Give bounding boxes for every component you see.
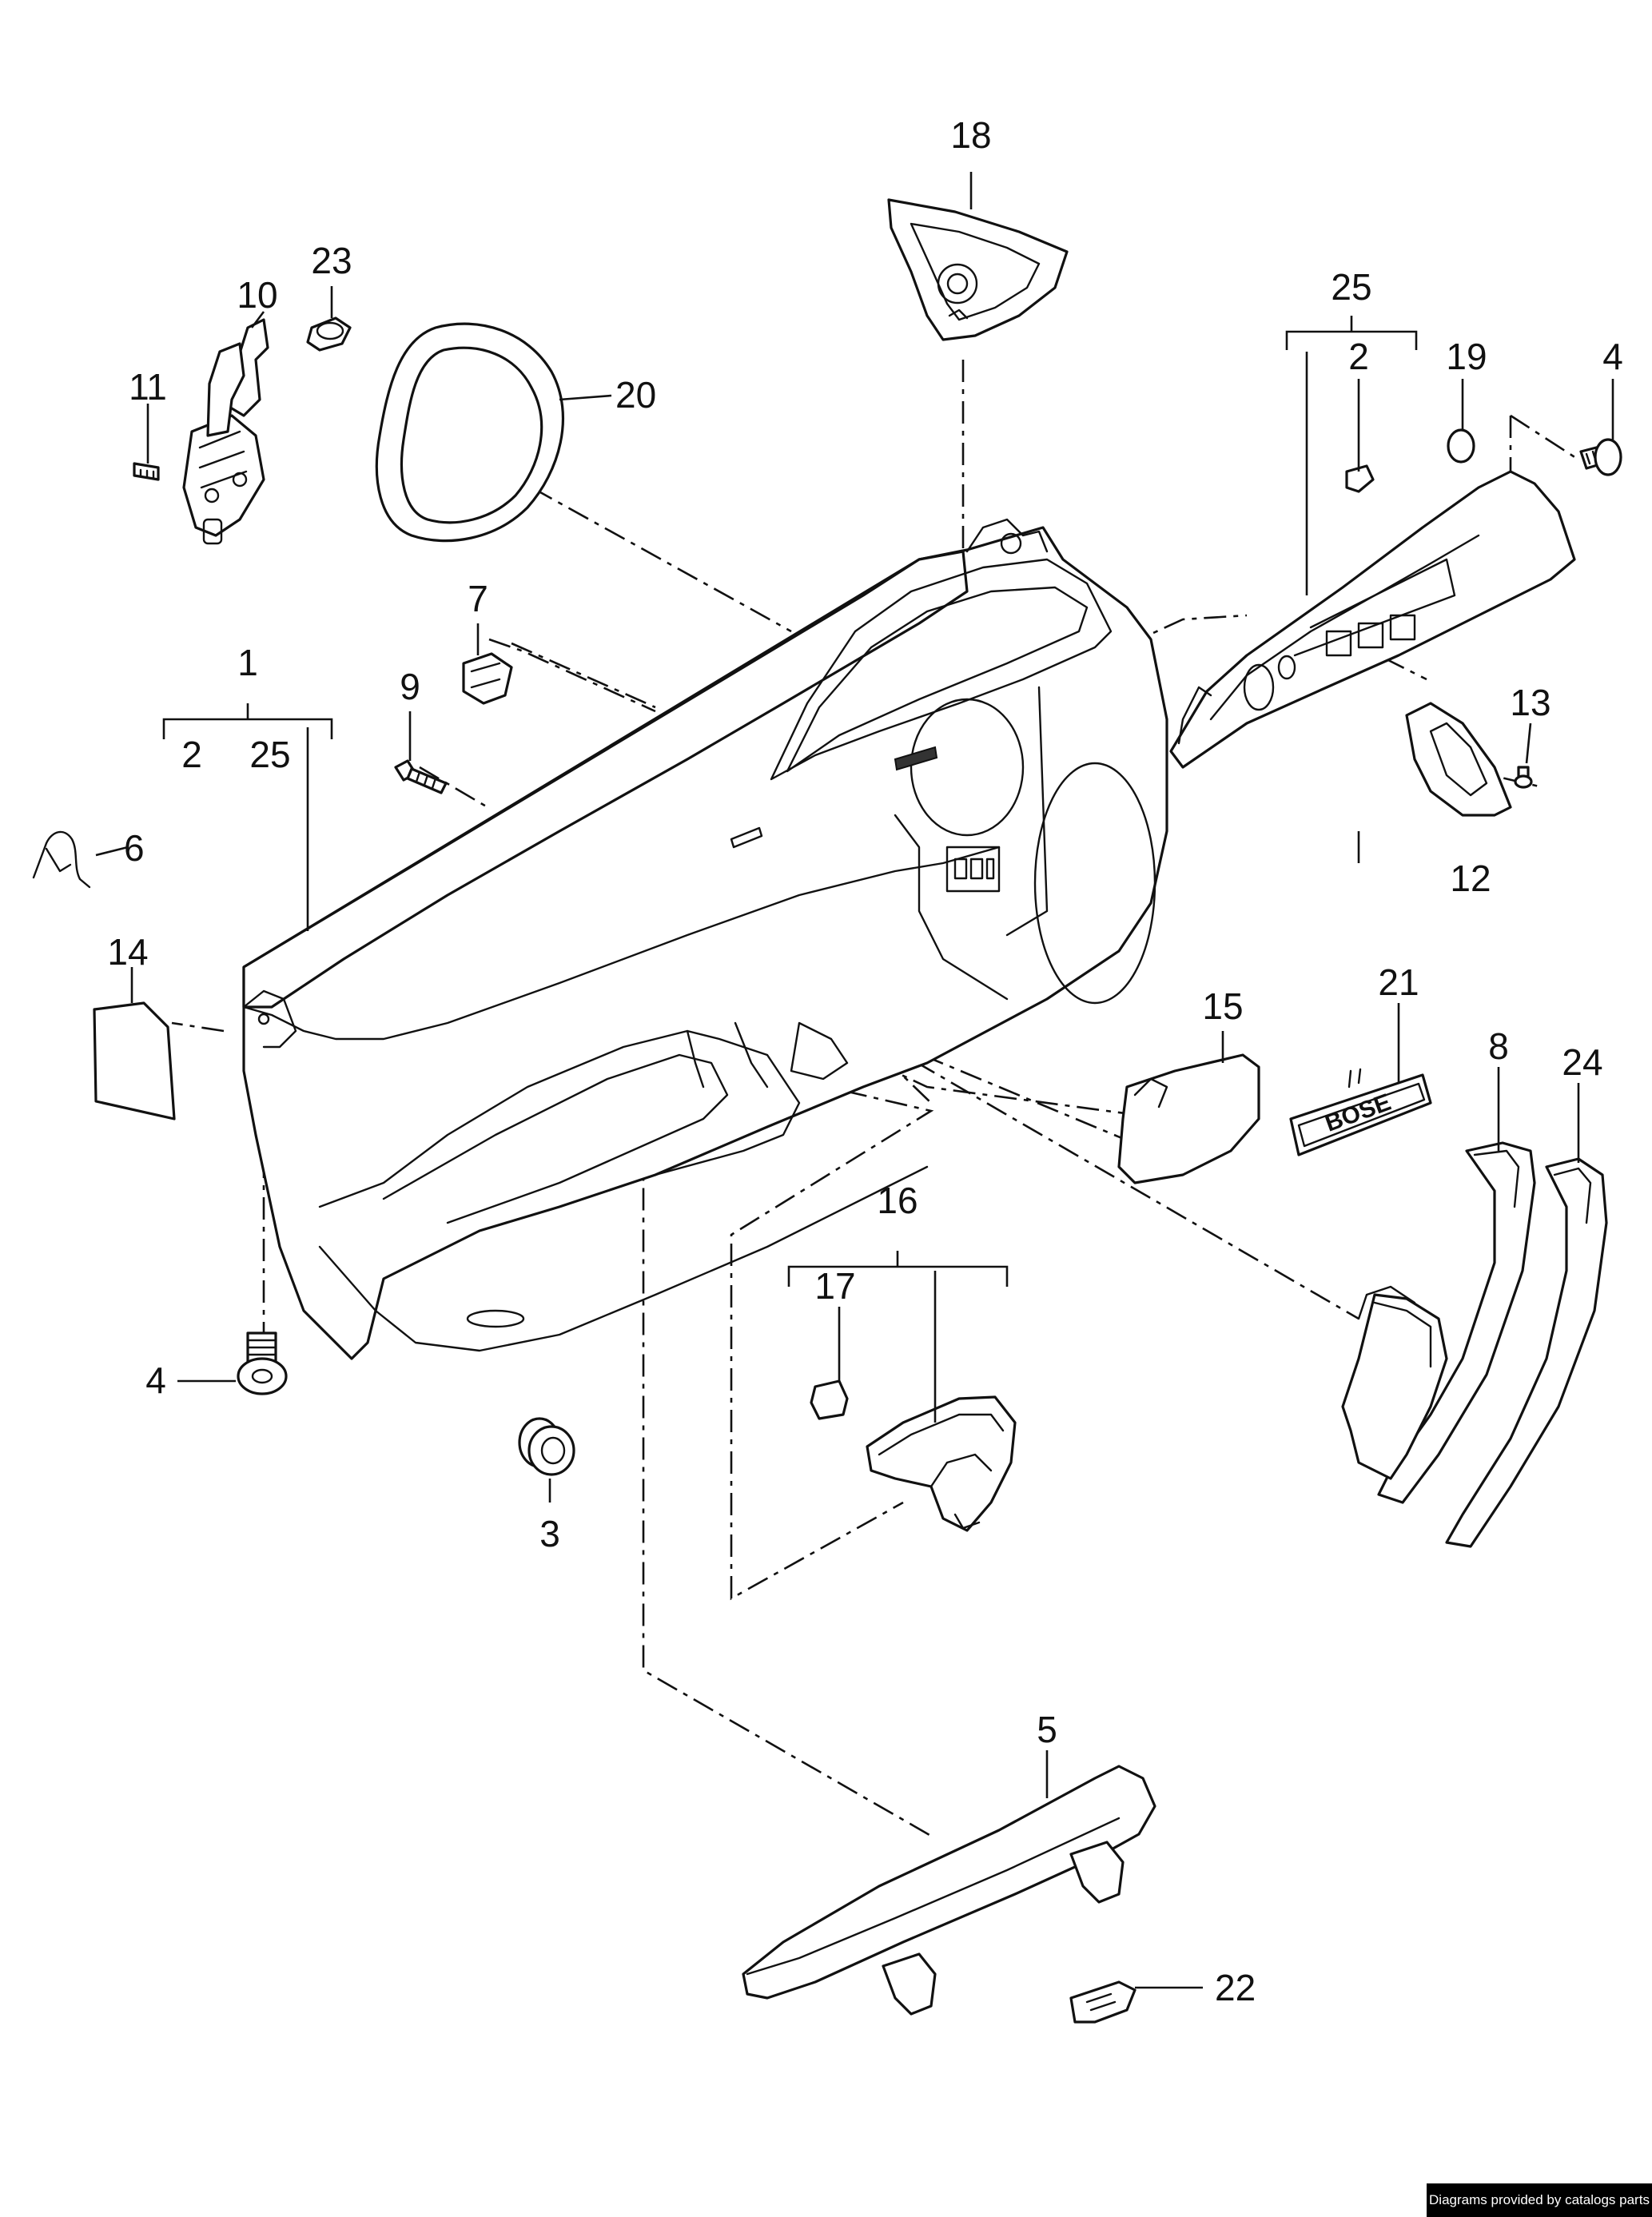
callout-19: 19 — [1446, 336, 1487, 377]
callout-25-right: 25 — [1331, 266, 1371, 308]
mounting-clip[interactable] — [462, 652, 513, 705]
switch-clip[interactable] — [810, 1379, 849, 1420]
callout-6: 6 — [124, 827, 145, 869]
door-trim-panel[interactable] — [242, 518, 1168, 1360]
callout-10: 10 — [237, 274, 277, 316]
callout-21: 21 — [1378, 961, 1419, 1003]
callout-23: 23 — [311, 240, 352, 281]
rubber-bushing[interactable] — [518, 1417, 575, 1476]
callout-1: 1 — [237, 642, 258, 683]
callout-4-left: 4 — [145, 1359, 166, 1401]
callout-1-sub-25: 25 — [249, 734, 290, 775]
mirror-switch-trim[interactable] — [887, 198, 1069, 341]
callout-5: 5 — [1037, 1709, 1057, 1750]
callout-3: 3 — [539, 1513, 560, 1554]
plug-cap[interactable] — [1447, 428, 1475, 464]
armrest-switch-panel[interactable] — [1169, 470, 1576, 769]
callout-14: 14 — [107, 931, 148, 973]
callout-16: 16 — [877, 1180, 918, 1221]
callout-17: 17 — [814, 1265, 855, 1307]
bose-badge[interactable]: BOSE — [1289, 1068, 1432, 1156]
callout-15: 15 — [1202, 985, 1243, 1027]
callout-9: 9 — [400, 666, 420, 707]
leader-lines — [95, 172, 1614, 1989]
storage-pocket[interactable] — [1341, 1285, 1448, 1480]
callout-8: 8 — [1488, 1025, 1509, 1067]
armrest-clip[interactable] — [1069, 1980, 1136, 2024]
callout-12: 12 — [1450, 858, 1491, 899]
grommet-clip[interactable] — [306, 316, 352, 352]
callout-13: 13 — [1510, 682, 1550, 723]
footer-credit: Diagrams provided by catalogs parts — [1427, 2183, 1652, 2217]
mounting-bolt[interactable] — [394, 759, 448, 794]
connector-clip[interactable] — [1345, 464, 1375, 493]
door-pull-handle[interactable] — [1405, 702, 1512, 817]
callout-2-right: 2 — [1348, 336, 1369, 377]
pull-handle-screw[interactable] — [1514, 766, 1533, 789]
panel-screw-left[interactable] — [237, 1331, 288, 1395]
callout-7: 7 — [468, 578, 488, 619]
grip-insert[interactable] — [1117, 1053, 1260, 1184]
switch-bezel[interactable] — [866, 1395, 1017, 1532]
callout-11: 11 — [129, 366, 167, 408]
callout-labels: 18 23 10 11 20 7 1 2 25 9 6 14 4 3 5 22 … — [107, 114, 1622, 2008]
callout-1-sub-2: 2 — [181, 734, 202, 775]
armrest-pad[interactable] — [742, 1765, 1156, 2016]
callout-22: 22 — [1215, 1967, 1256, 2008]
spring-clip[interactable] — [32, 830, 91, 889]
trim-strip-24[interactable] — [1445, 1157, 1608, 1548]
door-lock-latch[interactable] — [182, 318, 269, 545]
callout-20: 20 — [615, 374, 656, 416]
panel-screw-right[interactable] — [1579, 438, 1622, 476]
callout-24: 24 — [1562, 1041, 1602, 1083]
latch-screw[interactable] — [133, 462, 160, 481]
end-cap-cover[interactable] — [93, 1001, 176, 1120]
speaker-grille-ring[interactable] — [375, 322, 564, 543]
trim-strip-8[interactable] — [1377, 1141, 1536, 1504]
callout-4-right: 4 — [1602, 336, 1623, 377]
callout-18: 18 — [950, 114, 991, 156]
